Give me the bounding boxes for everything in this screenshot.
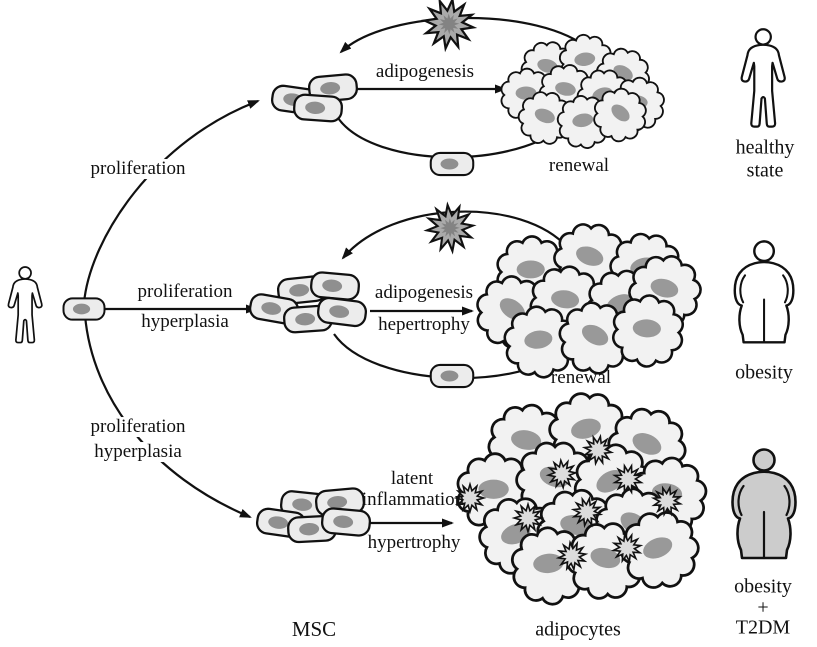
apoptosis-burst-icon-healthy bbox=[420, 0, 478, 53]
msc-cluster-healthy bbox=[269, 72, 359, 124]
label-hyperplasia-obesity: hyperplasia bbox=[141, 311, 229, 333]
msc-cluster-obesity bbox=[247, 270, 369, 335]
proliferation-arrow-healthy bbox=[82, 99, 260, 304]
label-state-t2dm-line2: + bbox=[757, 596, 769, 619]
apoptosis-burst-icon-obesity bbox=[423, 201, 477, 255]
human-figure-icon-source bbox=[7, 266, 43, 344]
label-renewal-healthy: renewal bbox=[548, 155, 610, 177]
label-renewal-obesity: renewal bbox=[550, 367, 612, 389]
label-state-t2dm-line3: T2DM bbox=[735, 616, 791, 639]
label-adipogenesis-healthy: adipogenesis bbox=[375, 61, 475, 83]
label-proliferation-t2dm: proliferation bbox=[87, 417, 189, 437]
label-latent-t2dm: latent bbox=[390, 468, 434, 490]
msc-cluster-t2dm bbox=[254, 486, 372, 544]
human-figure-icon-obesity bbox=[733, 240, 795, 344]
label-hyperplasia-t2dm: hyperplasia bbox=[91, 442, 185, 462]
adipocyte-cluster-healthy bbox=[500, 30, 667, 154]
label-proliferation-obesity: proliferation bbox=[137, 281, 233, 303]
human-figure-icon-healthy bbox=[740, 28, 786, 128]
human-figure-icon-t2dm bbox=[731, 448, 797, 560]
label-proliferation-healthy: proliferation bbox=[87, 159, 189, 179]
label-footer-msc: MSC bbox=[291, 616, 337, 641]
renewal-cell-icon-obesity bbox=[429, 363, 475, 389]
renewal-cell-icon-healthy bbox=[429, 151, 475, 177]
label-adipogenesis-obesity: adipogenesis bbox=[374, 282, 474, 304]
label-state-t2dm-line1: obesity bbox=[734, 575, 792, 598]
msc-cell-icon-source bbox=[62, 297, 106, 321]
label-state-healthy-line1: healthy bbox=[735, 136, 795, 159]
label-state-obesity: obesity bbox=[735, 361, 793, 384]
label-footer-adipocytes: adipocytes bbox=[535, 618, 621, 641]
label-state-healthy-line2: state bbox=[746, 159, 784, 182]
adipocyte-cluster-obesity bbox=[462, 212, 709, 387]
label-inflammation-t2dm: inflammation bbox=[361, 489, 465, 511]
label-hypertrophy-t2dm: hypertrophy bbox=[367, 532, 461, 554]
label-hypertrophy-obesity: hepertrophy bbox=[378, 314, 470, 336]
